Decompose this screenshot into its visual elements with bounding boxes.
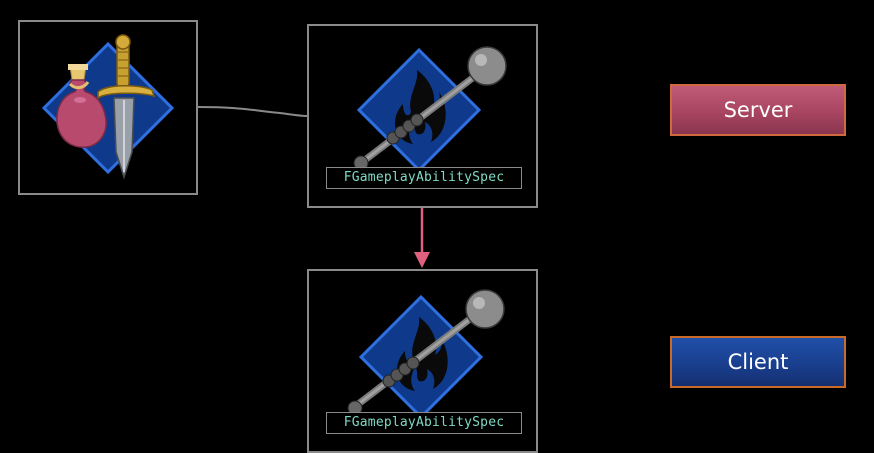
inventory-item-node[interactable] [18, 20, 198, 195]
mace-on-flame-diamond-icon [347, 289, 505, 420]
potion-and-sword-icon [41, 34, 175, 180]
inventory-to-spec-link [197, 106, 308, 117]
ability-spec-node-server[interactable]: FGameplayAbilitySpec [307, 24, 538, 208]
replication-arrow-head [414, 252, 430, 268]
ability-spec-node-client[interactable]: FGameplayAbilitySpec [307, 269, 538, 453]
ability-spec-label: FGameplayAbilitySpec [326, 412, 522, 434]
server-badge: Server [670, 84, 846, 136]
mace-on-flame-diamond-icon [353, 46, 507, 173]
ability-spec-label: FGameplayAbilitySpec [326, 167, 522, 189]
client-badge: Client [670, 336, 846, 388]
